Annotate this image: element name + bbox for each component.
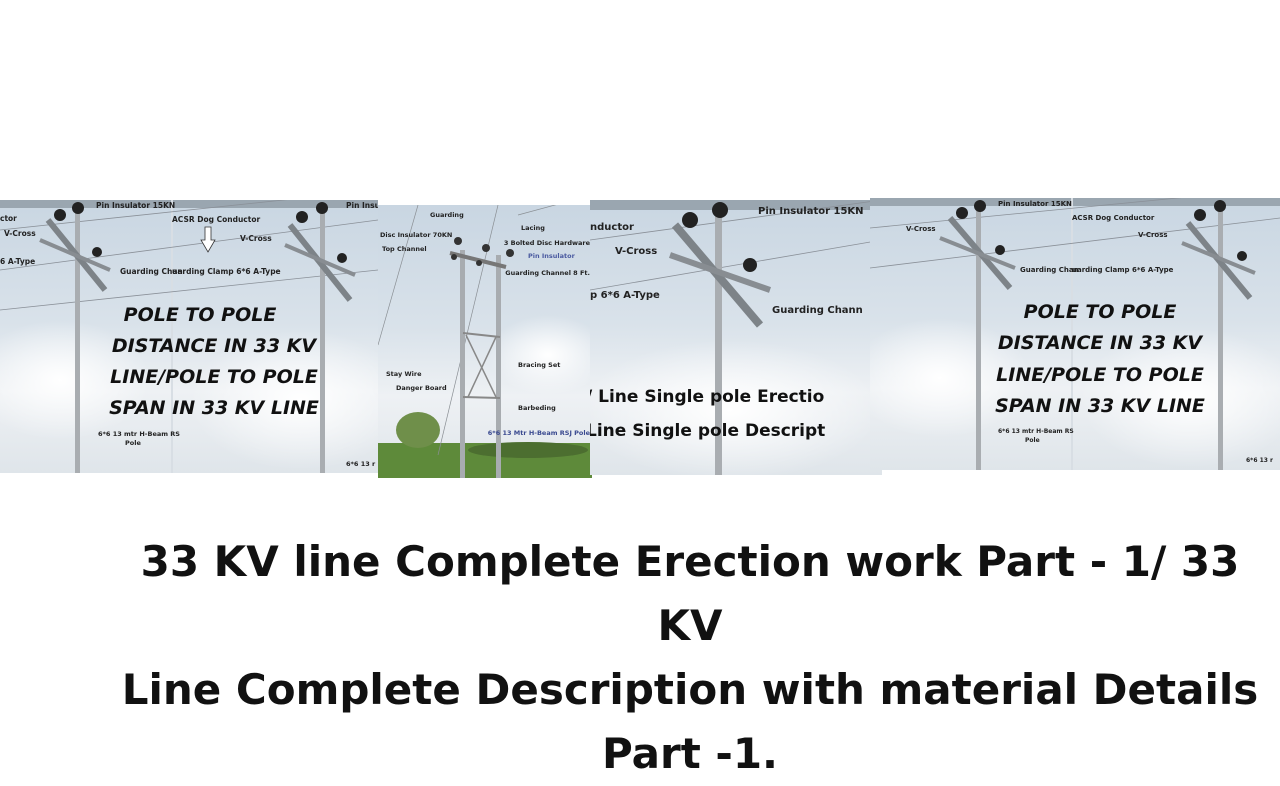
label-guarding-channel: Guarding Chann	[772, 305, 863, 316]
label-guarding-channel: Guarding Chan	[1020, 266, 1079, 274]
pole-right	[284, 202, 356, 473]
video-title: 33 KV line Complete Erection work Part -…	[110, 530, 1270, 786]
overlay-line-1: POLE TO POLE	[124, 304, 277, 326]
overlay-line-2: Line Single pole Descript	[590, 421, 825, 441]
label-pole: 6*6 13 Mtr H-Beam RSJ Pole	[488, 429, 591, 437]
label-conductor: nductor	[590, 222, 634, 233]
label-v-cross: V-Cross	[4, 229, 36, 238]
label-pole-2: Pole	[1025, 437, 1040, 444]
label-pole-right: 6*6 13 r	[346, 460, 376, 468]
label-pin-insulator: Pin Insulator 15KN	[96, 201, 175, 210]
thumbnail-panel-single-pole: nductor Pin Insulator 15KN V-Cross p 6*6…	[590, 200, 882, 475]
overlay-line-4: SPAN IN 33 KV LINE	[109, 397, 319, 419]
label-top-channel: Top Channel	[382, 245, 427, 253]
label-bracing-set: Bracing Set	[518, 361, 560, 369]
down-arrow-icon	[200, 226, 216, 253]
pole-left	[39, 202, 111, 473]
label-barbeding: Barbeding	[518, 404, 556, 412]
title-line-1: 33 KV line Complete Erection work Part -…	[140, 537, 1240, 650]
label-conductor-left: ctor	[0, 214, 17, 223]
label-pole: 6*6 13 mtr H-Beam RS	[998, 428, 1074, 435]
label-pole: 6*6 13 mtr H-Beam RS	[98, 430, 180, 438]
label-pin-insulator: Pin Insulator	[528, 252, 576, 260]
title-line-2: Line Complete Description with material …	[121, 665, 1259, 714]
overlay-line-2: DISTANCE IN 33 KV	[112, 335, 318, 357]
thumbnail-panel-double-pole: Guarding Lacing Disc Insulator 70KN 3 Bo…	[378, 205, 592, 478]
pole-photo-repeat: Pin Insulator 15KN ACSR Dog Conductor V-…	[870, 198, 1280, 470]
label-lacing: Lacing	[521, 224, 545, 232]
overlay-line-1: / Line Single pole Erectio	[590, 387, 824, 407]
label-a-type: 6 A-Type	[0, 257, 35, 266]
overlay-line-1: POLE TO POLE	[1024, 301, 1177, 323]
label-guarding: Guarding	[430, 211, 464, 219]
label-v-cross: V-Cross	[906, 225, 936, 233]
label-pole-2: Pole	[125, 439, 141, 447]
double-pole-photo: Guarding Lacing Disc Insulator 70KN 3 Bo…	[378, 205, 592, 478]
overlay-line-3: LINE/POLE TO POLE	[996, 364, 1204, 386]
label-guarding-clamp: uarding Clamp 6*6 A-Type	[1072, 266, 1174, 274]
label-pole-right: 6*6 13 r	[1246, 457, 1273, 464]
label-conductor: ACSR Dog Conductor	[172, 215, 260, 224]
single-pole-photo: nductor Pin Insulator 15KN V-Cross p 6*6…	[590, 200, 882, 475]
label-v-cross-right: V-Cross	[240, 234, 272, 243]
title-line-3: Part -1.	[601, 729, 779, 778]
label-v-cross-right: V-Cross	[1138, 231, 1168, 239]
pole-photo: Pin Insulator 15KN Pin Insul ctor ACSR D…	[0, 200, 378, 473]
thumbnail-panel-pole-span: Pin Insulator 15KN Pin Insul ctor ACSR D…	[0, 200, 378, 473]
overlay-line-2: DISTANCE IN 33 KV	[998, 332, 1204, 354]
label-pin-insulator: Pin Insulator 15KN	[998, 200, 1072, 208]
label-conductor: ACSR Dog Conductor	[1072, 214, 1155, 222]
label-pin-insulator: Pin Insulator 15KN	[758, 206, 864, 217]
label-danger-board: Danger Board	[396, 384, 447, 392]
label-v-cross: V-Cross	[615, 246, 657, 257]
label-stay-wire: Stay Wire	[386, 370, 422, 378]
label-guarding-clamp: uarding Clamp 6*6 A-Type	[172, 267, 281, 276]
label-guarding-channel: Guarding Chan	[120, 267, 183, 276]
label-guarding-channel: Guarding Channel 8 Ft.	[505, 269, 590, 277]
label-a-type: p 6*6 A-Type	[590, 290, 660, 301]
label-pin-insulator-right: Pin Insul	[346, 201, 378, 210]
label-bolted-disc: 3 Bolted Disc Hardware	[504, 239, 591, 247]
overlay-line-3: LINE/POLE TO POLE	[110, 366, 318, 388]
label-disc-insulator: Disc Insulator 70KN	[380, 231, 452, 239]
overlay-line-4: SPAN IN 33 KV LINE	[995, 395, 1205, 417]
thumbnail-panel-pole-span-repeat: Pin Insulator 15KN ACSR Dog Conductor V-…	[870, 198, 1280, 470]
